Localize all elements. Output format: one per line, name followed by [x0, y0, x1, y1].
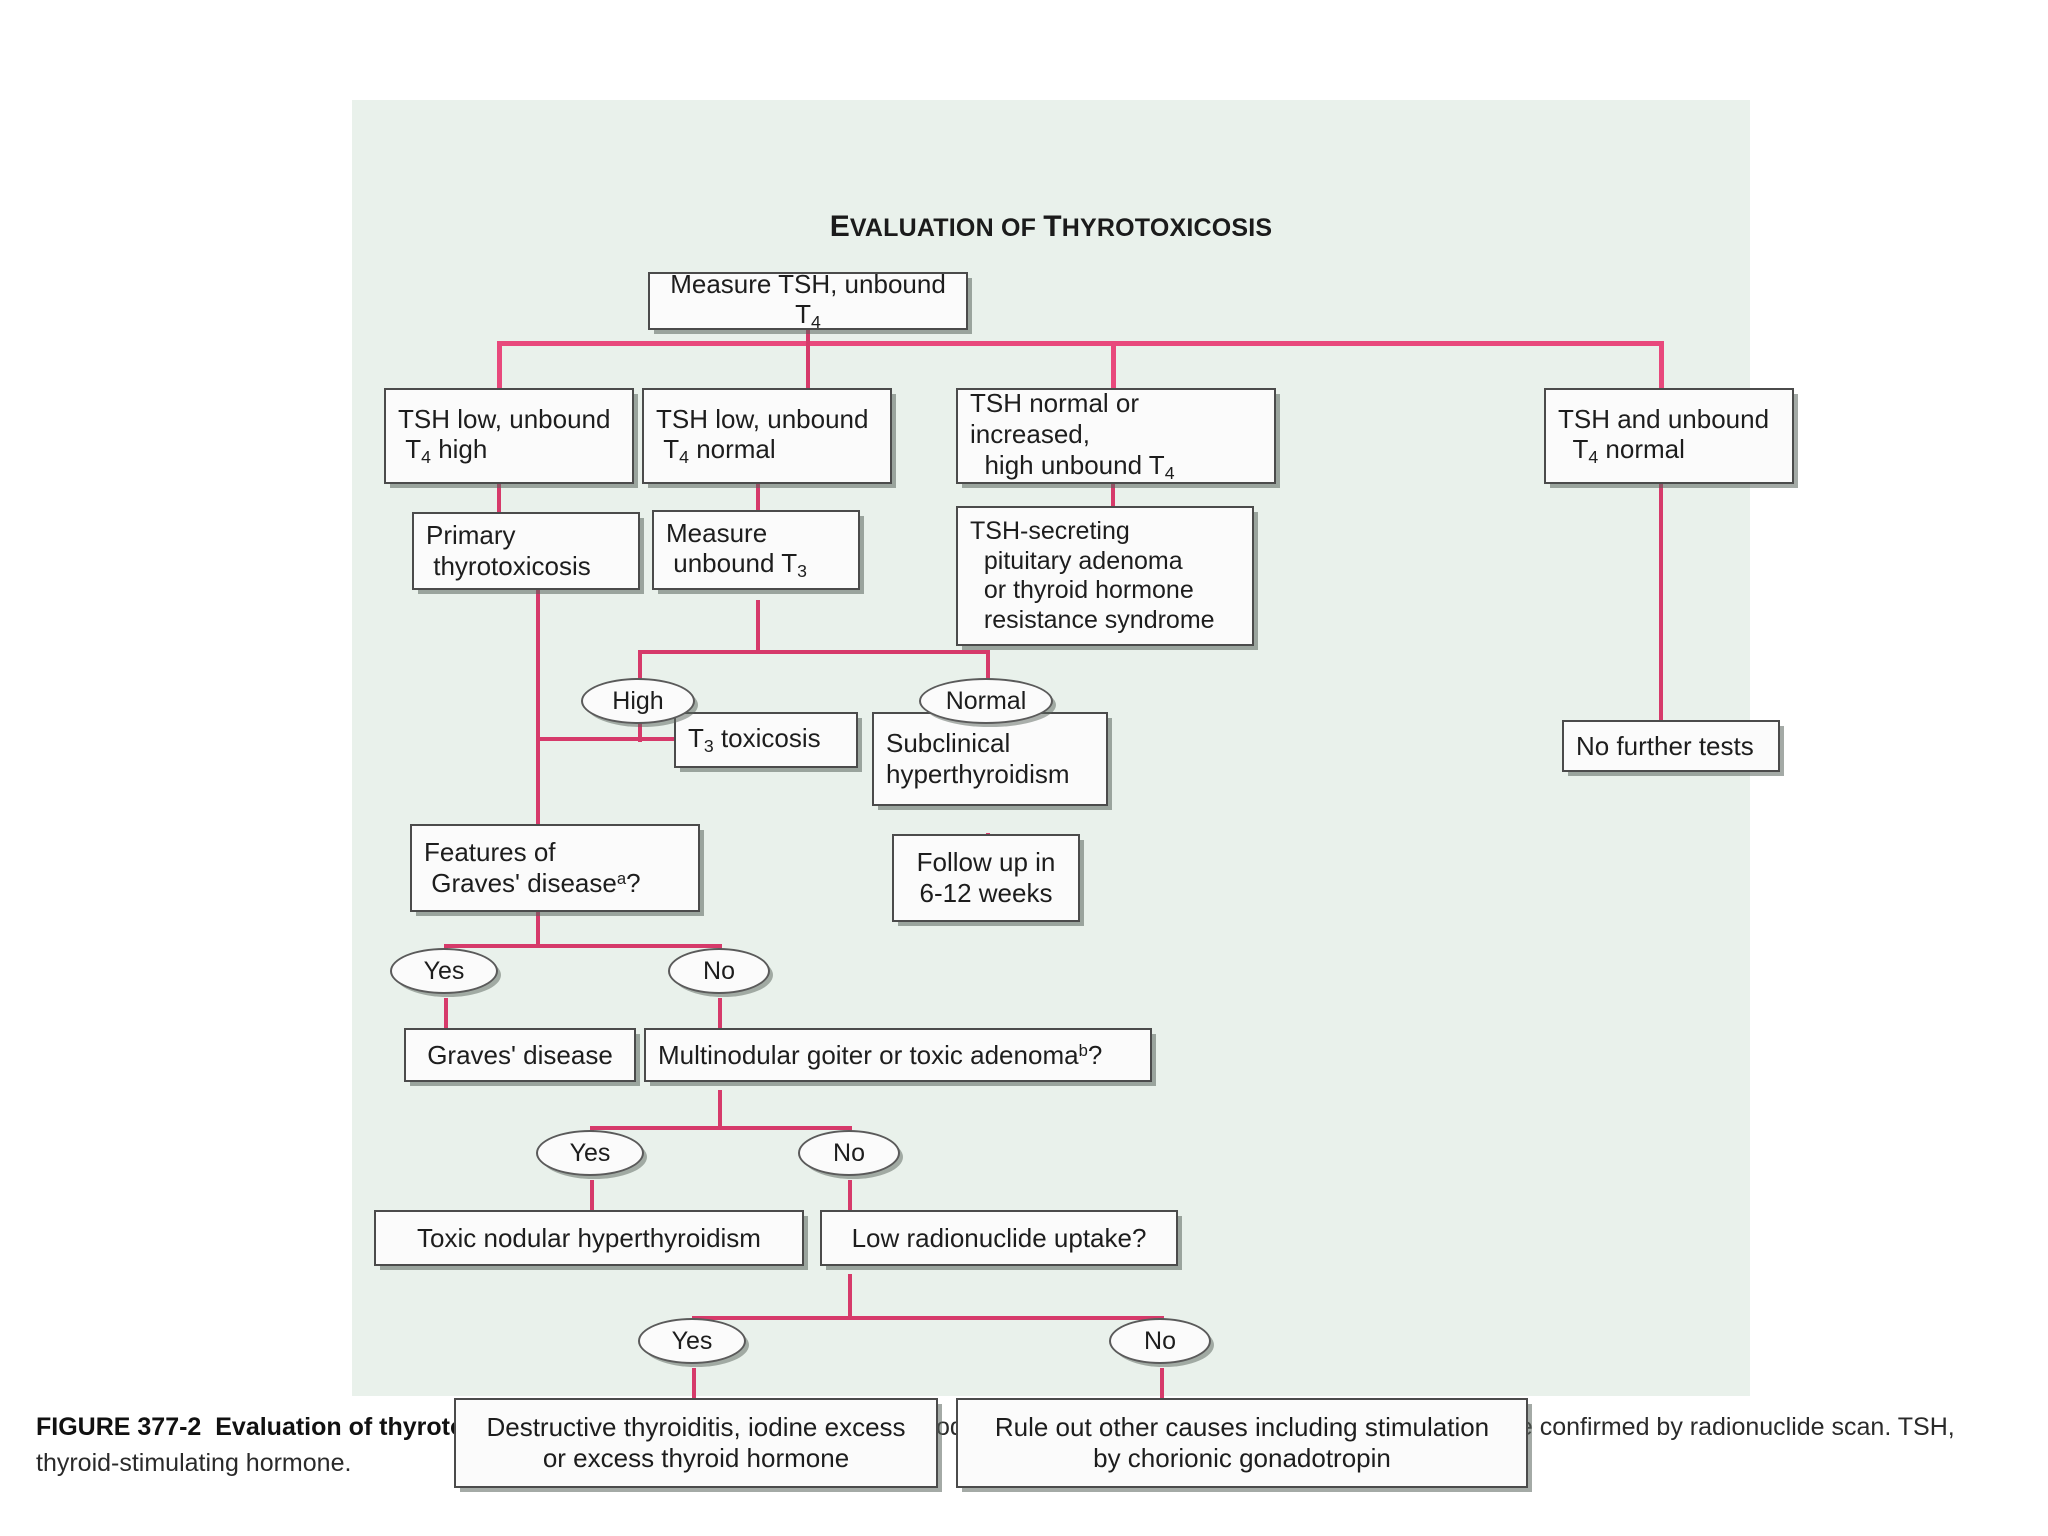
connector-high-to-t3tox — [638, 708, 642, 742]
title-t: T — [1043, 210, 1062, 243]
node-subclinical-hyperthyroidism[interactable]: Subclinical hyperthyroidism — [872, 712, 1108, 806]
node-tsh-and-t4-normal-text: TSH and unbound T4 normal — [1558, 403, 1770, 468]
decision-t3-high[interactable]: High — [581, 678, 695, 724]
connector-b4-no-further — [1659, 484, 1663, 728]
connector-drop-2 — [806, 341, 810, 389]
decision-t3-normal-label: Normal — [945, 686, 1027, 715]
node-t3-toxicosis[interactable]: T3 toxicosis — [674, 712, 858, 768]
node-multinodular-goiter-text: Multinodular goiter or toxic adenomab? — [658, 1039, 1103, 1070]
title-valuation: VALUATION — [849, 214, 994, 242]
connector-features-down — [536, 912, 540, 946]
decision-t3-normal[interactable]: Normal — [919, 678, 1053, 724]
connector-drop-3 — [1111, 341, 1116, 389]
connector-t3-down — [756, 600, 760, 652]
connector-features-bus — [444, 944, 720, 948]
node-tsh-secreting-adenoma[interactable]: TSH-secreting pituitary adenoma or thyro… — [956, 506, 1254, 646]
decision-graves-no[interactable]: No — [668, 948, 770, 994]
connector-b3-tsh-secreting — [1111, 484, 1115, 506]
connector-primary-spine — [536, 574, 540, 872]
node-tsh-and-t4-normal[interactable]: TSH and unbound T4 normal — [1544, 388, 1794, 484]
node-tsh-low-t4-high[interactable]: TSH low, unbound T4 high — [384, 388, 634, 484]
node-tsh-normal-increased[interactable]: TSH normal or increased, high unbound T4 — [956, 388, 1276, 484]
node-measure-tsh[interactable]: Measure TSH, unbound T4 — [648, 268, 968, 333]
connector-no-to-multinodular — [718, 998, 722, 1030]
node-graves-disease-text: Graves' disease — [427, 1039, 613, 1070]
node-graves-disease[interactable]: Graves' disease — [404, 1028, 636, 1082]
node-tsh-secreting-adenoma-text: TSH-secreting pituitary adenoma or thyro… — [970, 517, 1215, 634]
decision-multinodular-yes-label: Yes — [569, 1138, 611, 1167]
connector-b2-measure-t3 — [756, 484, 760, 512]
connector-t3-left-drop — [638, 650, 642, 682]
node-subclinical-hyperthyroidism-text: Subclinical hyperthyroidism — [886, 728, 1070, 789]
node-tsh-low-t4-high-text: TSH low, unbound T4 high — [398, 403, 611, 468]
title-of: OF — [993, 214, 1044, 242]
figure-heading: EVALUATION OF THYROTOXICOSIS — [352, 210, 1750, 244]
connector-drop-4 — [1659, 341, 1664, 389]
node-no-further-tests-text: No further tests — [1576, 730, 1754, 761]
decision-graves-yes-label: Yes — [423, 956, 465, 985]
node-low-radionuclide-uptake[interactable]: Low radionuclide uptake? — [820, 1210, 1178, 1266]
node-tsh-low-t4-normal-text: TSH low, unbound T4 normal — [656, 403, 869, 468]
decision-multinodular-no[interactable]: No — [798, 1130, 900, 1176]
decision-uptake-no-label: No — [1144, 1326, 1176, 1355]
node-toxic-nodular-hyperthyroidism-text: Toxic nodular hyperthyroidism — [417, 1222, 761, 1253]
node-rule-out-other-causes-text: Rule out other causes including stimulat… — [994, 1412, 1490, 1473]
node-features-of-graves-text: Features of Graves' diseasea? — [424, 837, 641, 898]
caption-abbreviation: TSH, thyroid-stimulating hormone. — [36, 1413, 1955, 1477]
connector-spine-to-t3tox — [536, 737, 676, 741]
node-features-of-graves[interactable]: Features of Graves' diseasea? — [410, 824, 700, 912]
node-measure-tsh-text: Measure TSH, unbound T4 — [670, 268, 946, 333]
node-follow-up[interactable]: Follow up in 6-12 weeks — [892, 834, 1080, 922]
node-tsh-normal-increased-text: TSH normal or increased, high unbound T4 — [970, 388, 1175, 483]
node-primary-thyrotoxicosis-text: Primary thyrotoxicosis — [426, 520, 591, 581]
connector-uptake-bus — [692, 1316, 1164, 1320]
connector-main-bus — [497, 341, 1663, 346]
connector-t3-right-drop — [986, 650, 990, 682]
decision-graves-yes[interactable]: Yes — [390, 948, 498, 994]
connector-upyes-to-destructive — [692, 1368, 696, 1400]
title-e: E — [829, 210, 850, 243]
decision-multinodular-yes[interactable]: Yes — [536, 1130, 644, 1176]
connector-mnno-to-uptake — [848, 1180, 852, 1212]
title-hyrotoxicosis: HYROTOXICOSIS — [1061, 214, 1273, 242]
caption-figure-number: FIGURE 377-2 — [36, 1413, 202, 1441]
node-destructive-thyroiditis-text: Destructive thyroiditis, iodine excess o… — [486, 1412, 906, 1473]
connector-uptake-down — [848, 1274, 852, 1318]
node-destructive-thyroiditis[interactable]: Destructive thyroiditis, iodine excess o… — [454, 1398, 938, 1488]
node-rule-out-other-causes[interactable]: Rule out other causes including stimulat… — [956, 1398, 1528, 1488]
decision-uptake-yes[interactable]: Yes — [638, 1318, 746, 1364]
figure-panel: EVALUATION OF THYROTOXICOSIS — [352, 100, 1794, 1488]
node-tsh-low-t4-normal[interactable]: TSH low, unbound T4 normal — [642, 388, 892, 484]
decision-t3-high-label: High — [612, 686, 664, 715]
node-no-further-tests[interactable]: No further tests — [1562, 720, 1780, 772]
decision-graves-no-label: No — [703, 956, 735, 985]
node-measure-unbound-t3[interactable]: Measure unbound T3 — [652, 510, 860, 590]
node-measure-unbound-t3-text: Measure unbound T3 — [666, 517, 807, 582]
decision-uptake-no[interactable]: No — [1109, 1318, 1211, 1364]
node-follow-up-text: Follow up in 6-12 weeks — [916, 847, 1056, 908]
connector-mnyes-to-toxicnodular — [590, 1180, 594, 1212]
node-multinodular-goiter[interactable]: Multinodular goiter or toxic adenomab? — [644, 1028, 1152, 1082]
node-toxic-nodular-hyperthyroidism[interactable]: Toxic nodular hyperthyroidism — [374, 1210, 804, 1266]
connector-t3-bus — [638, 650, 990, 654]
decision-uptake-yes-label: Yes — [671, 1326, 713, 1355]
node-primary-thyrotoxicosis[interactable]: Primary thyrotoxicosis — [412, 512, 640, 590]
node-t3-toxicosis-text: T3 toxicosis — [688, 723, 821, 757]
decision-multinodular-no-label: No — [833, 1138, 865, 1167]
connector-yes-to-graves — [444, 998, 448, 1030]
connector-multinodular-bus — [590, 1126, 850, 1130]
node-low-radionuclide-uptake-text: Low radionuclide uptake? — [851, 1222, 1147, 1253]
connector-upno-to-ruleout — [1160, 1368, 1164, 1400]
connector-b1-primary — [497, 484, 501, 514]
connector-drop-1 — [497, 341, 502, 389]
connector-multinodular-down — [718, 1090, 722, 1128]
